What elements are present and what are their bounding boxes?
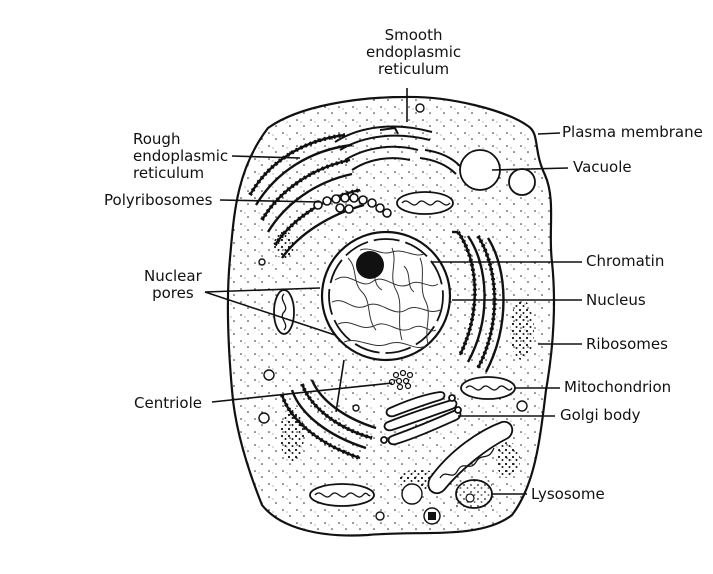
label-rough-er: Rough endoplasmic reticulum [133, 131, 228, 182]
label-nucleus: Nucleus [586, 291, 646, 309]
label-smooth-er-line-2: endoplasmic [366, 43, 462, 61]
label-smooth-er-line-3: reticulum [378, 60, 450, 78]
label-golgi-body: Golgi body [560, 406, 641, 424]
label-rough-er-line-2: endoplasmic [133, 147, 229, 165]
label-nuclear-pores: Nuclear pores [144, 268, 202, 302]
golgi-body-shape [380, 391, 462, 446]
label-polyribosomes: Polyribosomes [104, 191, 213, 209]
smooth-er-shape [334, 125, 461, 175]
nucleus-shape [320, 230, 452, 362]
label-lysosome: Lysosome [531, 485, 605, 503]
label-smooth-er: Smooth endoplasmic reticulum [366, 27, 461, 78]
label-nuclear-pores-line-2: pores [152, 284, 194, 302]
polyribosomes-shape [313, 193, 392, 218]
ribosome-clusters [274, 231, 534, 490]
rough-er-bottom-shape [280, 379, 377, 460]
label-mitochondrion: Mitochondrion [564, 378, 672, 396]
label-plasma-membrane: Plasma membrane [562, 123, 703, 141]
label-ribosomes: Ribosomes [586, 335, 668, 353]
label-smooth-er-line-1: Smooth [384, 26, 443, 44]
rough-er-shape [248, 133, 365, 259]
vacuoles-shape [459, 149, 536, 196]
centriole-shape [388, 369, 414, 391]
plasma-membrane-outline [226, 95, 556, 537]
leader-lines [204, 88, 582, 495]
label-rough-er-line-1: Rough [133, 130, 181, 148]
label-rough-er-line-3: reticulum [133, 164, 205, 182]
label-chromatin: Chromatin [586, 252, 665, 270]
mitochondria-shape [273, 191, 516, 507]
lysosome-shape [455, 479, 493, 509]
label-vacuole: Vacuole [573, 158, 632, 176]
vesicle-dark-core [428, 512, 436, 520]
label-nuclear-pores-line-1: Nuclear [144, 267, 202, 285]
label-centriole: Centriole [134, 394, 202, 412]
